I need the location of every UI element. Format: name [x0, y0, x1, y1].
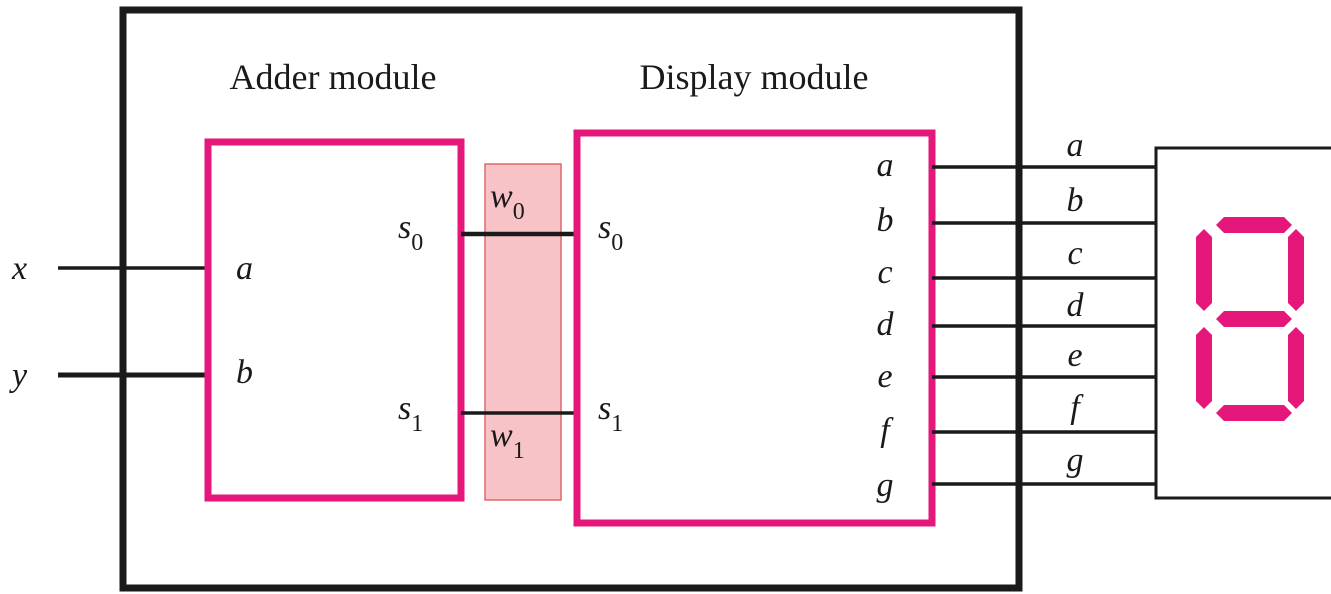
display-out-d: d: [877, 306, 895, 343]
w1-label: w1: [490, 417, 525, 464]
segment-g: [1216, 311, 1292, 327]
wire-highlight-region: [484, 163, 562, 501]
adder-port-s0: s0: [398, 209, 423, 256]
display-module-title: Display module: [640, 57, 869, 97]
seven-segment-housing: [1154, 146, 1331, 500]
bus-label-g: g: [1067, 442, 1084, 479]
display-port-s0: s0: [598, 209, 623, 256]
display-module-box: [573, 129, 936, 527]
adder-module-box: [204, 138, 465, 502]
adder-port-b: b: [236, 354, 253, 391]
display-out-b: b: [877, 202, 894, 239]
adder-port-a: a: [236, 250, 253, 287]
bus-label-a: a: [1067, 127, 1084, 164]
x-input-label: x: [11, 250, 27, 287]
y-input-label: y: [9, 357, 28, 394]
display-out-f: f: [880, 412, 894, 449]
display-out-g: g: [877, 467, 894, 504]
display-out-c: c: [877, 254, 892, 291]
adder-module-title: Adder module: [230, 57, 437, 97]
adder-port-s1: s1: [398, 390, 423, 437]
top-level-frame: [119, 6, 1023, 592]
segment-a: [1216, 217, 1292, 233]
bus-label-e: e: [1067, 337, 1082, 374]
segment-c: [1288, 327, 1304, 409]
bus-label-d: d: [1067, 287, 1085, 324]
bus-label-f: f: [1070, 389, 1084, 426]
segment-b: [1288, 229, 1304, 311]
segment-e: [1196, 327, 1212, 409]
seven-segment-digit: [1196, 217, 1304, 421]
segment-d: [1216, 405, 1292, 421]
display-out-e: e: [877, 358, 892, 395]
display-out-a: a: [877, 147, 894, 184]
w0-label: w0: [490, 178, 525, 225]
bus-label-c: c: [1067, 235, 1082, 272]
bus-label-b: b: [1067, 182, 1084, 219]
display-port-s1: s1: [598, 390, 623, 437]
segment-f: [1196, 229, 1212, 311]
